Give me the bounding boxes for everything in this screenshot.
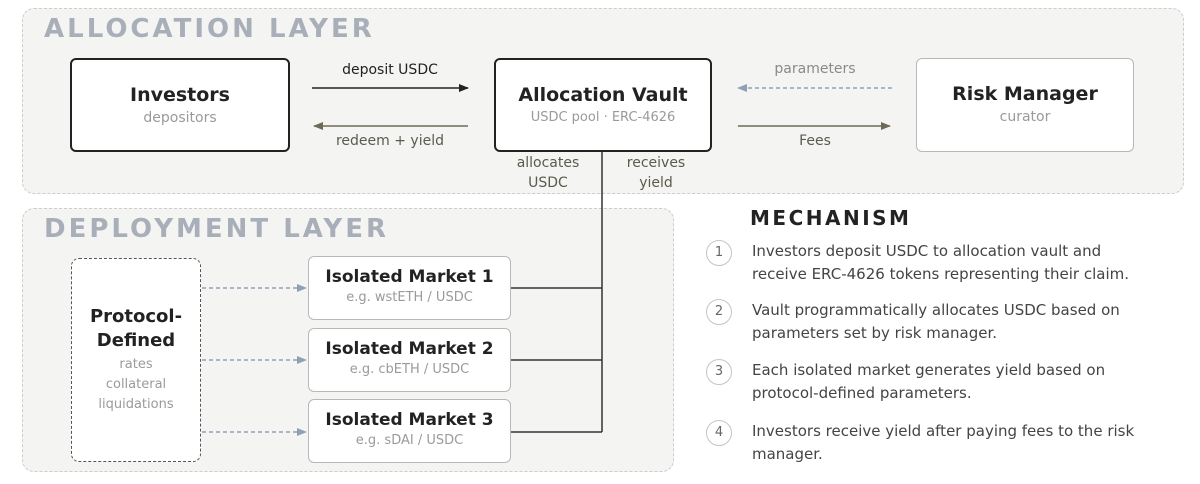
- vault-title: Allocation Vault: [518, 84, 688, 106]
- step-2-text: Vault programmatically allocates USDC ba…: [752, 299, 1172, 345]
- risk-manager-node: Risk Manager curator: [916, 58, 1134, 152]
- investors-title: Investors: [130, 84, 230, 106]
- protocol-item-rates: rates: [119, 357, 153, 372]
- risk-manager-title: Risk Manager: [952, 83, 1098, 105]
- risk-manager-subtitle: curator: [999, 109, 1051, 125]
- allocates-label: allocates USDC: [500, 153, 596, 193]
- vault-subtitle: USDC pool · ERC-4626: [530, 110, 676, 125]
- deposit-label: deposit USDC: [342, 62, 438, 78]
- allocates-label-line-2: USDC: [528, 175, 568, 191]
- market-2-title: Isolated Market 2: [325, 339, 494, 359]
- receives-label-line-1: receives: [626, 155, 686, 171]
- protocol-defined-node: Protocol- Defined rates collateral liqui…: [71, 258, 201, 462]
- market-3-pair: e.g. sDAI / USDC: [355, 433, 464, 448]
- market-1-title: Isolated Market 1: [325, 267, 494, 287]
- step-1-line-2: receive ERC-4626 tokens representing the…: [752, 265, 1130, 283]
- allocation-layer-title: ALLOCATION LAYER: [44, 14, 375, 44]
- isolated-market-3-node: Isolated Market 3 e.g. sDAI / USDC: [308, 399, 511, 463]
- step-1-line-1: Investors deposit USDC to allocation vau…: [752, 242, 1102, 260]
- receives-label: receives yield: [610, 153, 702, 193]
- protocol-item-liquidations: liquidations: [98, 397, 174, 412]
- parameters-label: parameters: [774, 61, 856, 77]
- fees-label: Fees: [799, 133, 831, 149]
- step-2-number: 2: [706, 299, 732, 325]
- receives-label-line-2: yield: [639, 175, 673, 191]
- allocation-vault-node: Allocation Vault USDC pool · ERC-4626: [494, 58, 712, 152]
- isolated-market-2-node: Isolated Market 2 e.g. cbETH / USDC: [308, 328, 511, 392]
- allocates-label-line-1: allocates: [516, 155, 580, 171]
- step-2-line-2: parameters set by risk manager.: [752, 324, 998, 342]
- protocol-title-line-2: Defined: [96, 330, 176, 351]
- step-3-line-2: protocol-defined parameters.: [752, 384, 972, 402]
- step-3-text: Each isolated market generates yield bas…: [752, 359, 1172, 405]
- protocol-title-line-1: Protocol-: [89, 306, 183, 327]
- market-2-pair: e.g. cbETH / USDC: [349, 362, 470, 377]
- redeem-label: redeem + yield: [335, 133, 444, 149]
- step-4-line-1: Investors receive yield after paying fee…: [752, 422, 1135, 440]
- step-1-text: Investors deposit USDC to allocation vau…: [752, 240, 1172, 286]
- isolated-market-1-node: Isolated Market 1 e.g. wstETH / USDC: [308, 256, 511, 320]
- market-3-title: Isolated Market 3: [325, 410, 494, 430]
- step-4-line-2: manager.: [752, 445, 823, 463]
- step-1-number: 1: [706, 240, 732, 266]
- deployment-layer-title: DEPLOYMENT LAYER: [44, 214, 390, 244]
- investors-node: Investors depositors: [70, 58, 290, 152]
- step-3-line-1: Each isolated market generates yield bas…: [752, 361, 1106, 379]
- step-4-text: Investors receive yield after paying fee…: [752, 420, 1172, 466]
- step-4-number: 4: [706, 420, 732, 446]
- step-2-line-1: Vault programmatically allocates USDC ba…: [752, 301, 1120, 319]
- investors-subtitle: depositors: [143, 110, 217, 126]
- protocol-item-collateral: collateral: [105, 377, 167, 392]
- step-3-number: 3: [706, 359, 732, 385]
- mechanism-title: MECHANISM: [750, 206, 912, 230]
- market-1-pair: e.g. wstETH / USDC: [346, 290, 473, 305]
